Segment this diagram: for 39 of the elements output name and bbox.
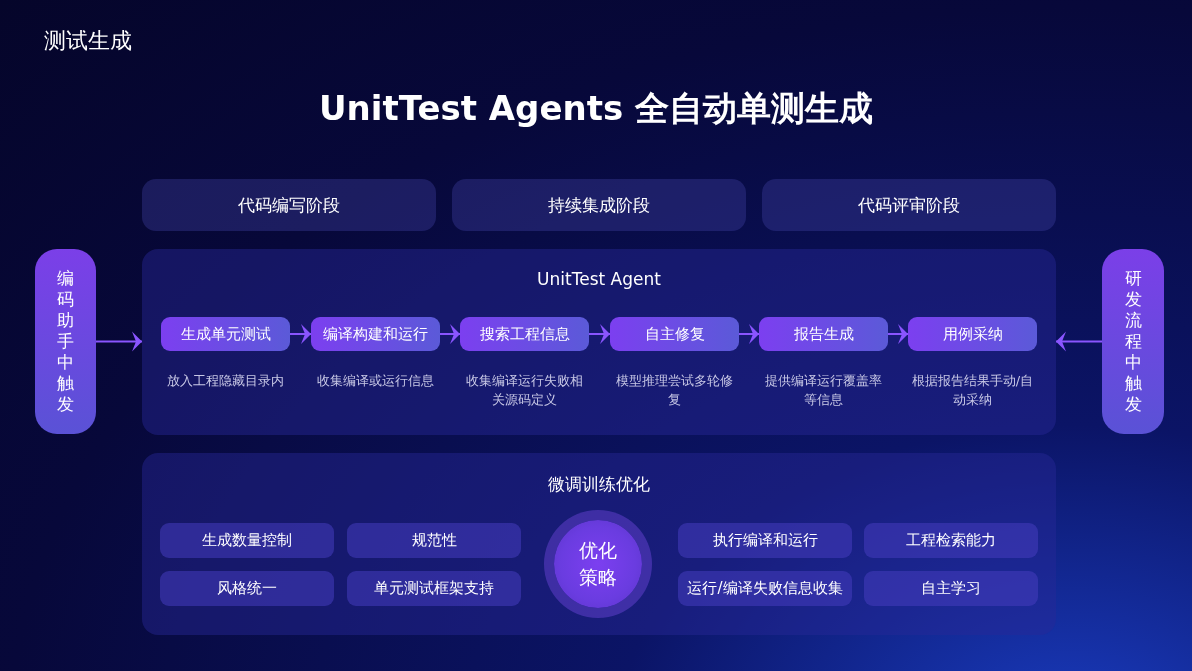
step-box: 编译构建和运行 — [311, 317, 440, 351]
step-box: 自主修复 — [610, 317, 739, 351]
stage-box: 代码评审阶段 — [762, 179, 1056, 231]
description-text: 提供编译运行覆盖率等信息 — [764, 372, 883, 409]
stage-box: 持续集成阶段 — [452, 179, 746, 231]
stage-box: 代码编写阶段 — [142, 179, 436, 231]
panel-title: UnitTest Agent — [536, 269, 662, 289]
arrow — [738, 324, 760, 344]
panel — [142, 453, 1056, 635]
section-label: 测试生成 — [44, 27, 132, 55]
description-text: 收集编译运行失败相关源码定义 — [465, 372, 584, 409]
arrow — [588, 324, 611, 344]
arrow — [1055, 331, 1103, 352]
arrow — [887, 324, 909, 344]
feature-box: 执行编译和运行 — [678, 523, 852, 558]
panel — [142, 249, 1056, 435]
strategy-circle: 优化策略 — [554, 520, 642, 608]
feature-box: 单元测试框架支持 — [347, 571, 521, 606]
step-box: 报告生成 — [759, 317, 888, 351]
step-box: 生成单元测试 — [161, 317, 290, 351]
feature-box: 自主学习 — [864, 571, 1038, 606]
step-box: 用例采纳 — [908, 317, 1037, 351]
step-box: 搜索工程信息 — [460, 317, 589, 351]
feature-box: 规范性 — [347, 523, 521, 558]
feature-box: 运行/编译失败信息收集 — [678, 571, 852, 606]
main-title: UnitTest Agents 全自动单测生成 — [318, 87, 874, 130]
trigger-box: 研发流程中触发 — [1102, 249, 1164, 434]
arrow — [289, 324, 312, 344]
arrow — [95, 331, 143, 352]
description-text: 模型推理尝试多轮修复 — [615, 372, 734, 409]
description-text: 放入工程隐藏目录内 — [166, 372, 285, 390]
feature-box: 生成数量控制 — [160, 523, 334, 558]
description-text: 收集编译或运行信息 — [316, 372, 435, 390]
arrow — [439, 324, 461, 344]
trigger-box: 编码助手中触发 — [35, 249, 96, 434]
description-text: 根据报告结果手动/自动采纳 — [910, 372, 1035, 409]
feature-box: 风格统一 — [160, 571, 334, 606]
feature-box: 工程检索能力 — [864, 523, 1038, 558]
panel-title: 微调训练优化 — [547, 473, 651, 496]
